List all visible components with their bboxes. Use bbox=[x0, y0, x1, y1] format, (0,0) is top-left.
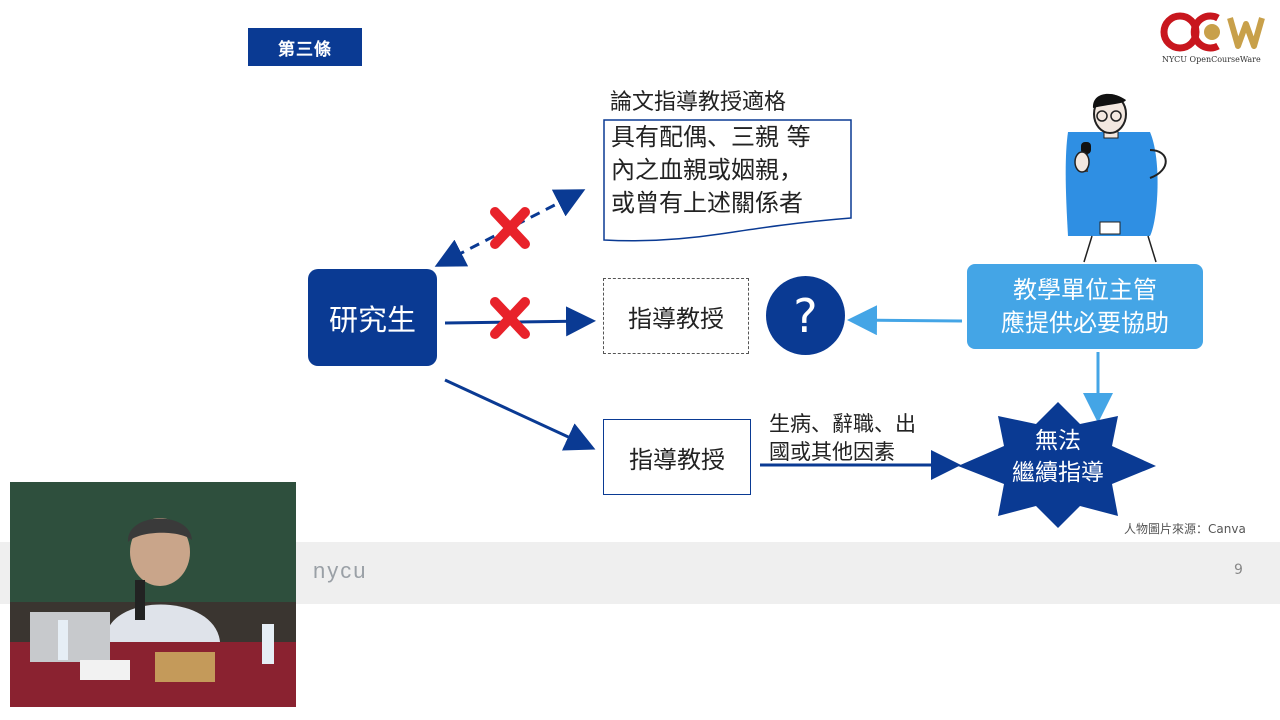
head-to-question-arrow bbox=[847, 305, 963, 336]
relationship-line: 或曾有上述關係者 bbox=[611, 189, 803, 217]
red-x-icon bbox=[490, 297, 530, 339]
image-source-note: 人物圖片來源：Canva bbox=[1124, 522, 1246, 536]
star-line: 無法 bbox=[1035, 428, 1081, 454]
lower-arrow bbox=[444, 378, 596, 451]
presenter-scene bbox=[10, 482, 296, 707]
unit-head-line: 教學單位主管 bbox=[1013, 275, 1157, 304]
eligibility-title: 論文指導教授適格 bbox=[610, 90, 787, 115]
page-number: 9 bbox=[1234, 562, 1243, 578]
relationship-text: 具有配偶、三親 等 內之血親或姻親， 或曾有上述關係者 bbox=[611, 121, 811, 220]
reason-line: 國或其他因素 bbox=[769, 440, 895, 464]
section-tag: 第三條 bbox=[248, 28, 362, 66]
student-box: 研究生 bbox=[308, 269, 437, 366]
reason-line: 生病、辭職、出 bbox=[769, 412, 916, 436]
reasons-text: 生病、辭職、出 國或其他因素 bbox=[769, 410, 916, 466]
footer-brand: nycu bbox=[313, 558, 368, 583]
star-shape bbox=[958, 402, 1156, 528]
relationship-line: 具有配偶、三親 等 bbox=[611, 123, 811, 151]
presenter-video bbox=[10, 482, 296, 707]
document-shape bbox=[603, 119, 852, 242]
star-label: 無法 繼續指導 bbox=[993, 425, 1123, 489]
unit-head-line: 應提供必要協助 bbox=[1001, 308, 1169, 337]
relationship-line: 內之血親或姻親， bbox=[611, 156, 803, 184]
speaker-illustration bbox=[1065, 93, 1167, 263]
dashed-arrow bbox=[434, 189, 586, 267]
red-x-icon bbox=[490, 207, 530, 249]
star-line: 繼續指導 bbox=[1012, 460, 1104, 486]
ocw-logo bbox=[1160, 12, 1265, 52]
unit-head-box: 教學單位主管 應提供必要協助 bbox=[967, 264, 1203, 349]
question-circle: ? bbox=[766, 276, 845, 355]
advisor-box-dashed: 指導教授 bbox=[603, 278, 749, 354]
advisor-box-solid: 指導教授 bbox=[603, 419, 751, 495]
logo-subtitle: NYCU OpenCourseWare bbox=[1162, 55, 1261, 64]
